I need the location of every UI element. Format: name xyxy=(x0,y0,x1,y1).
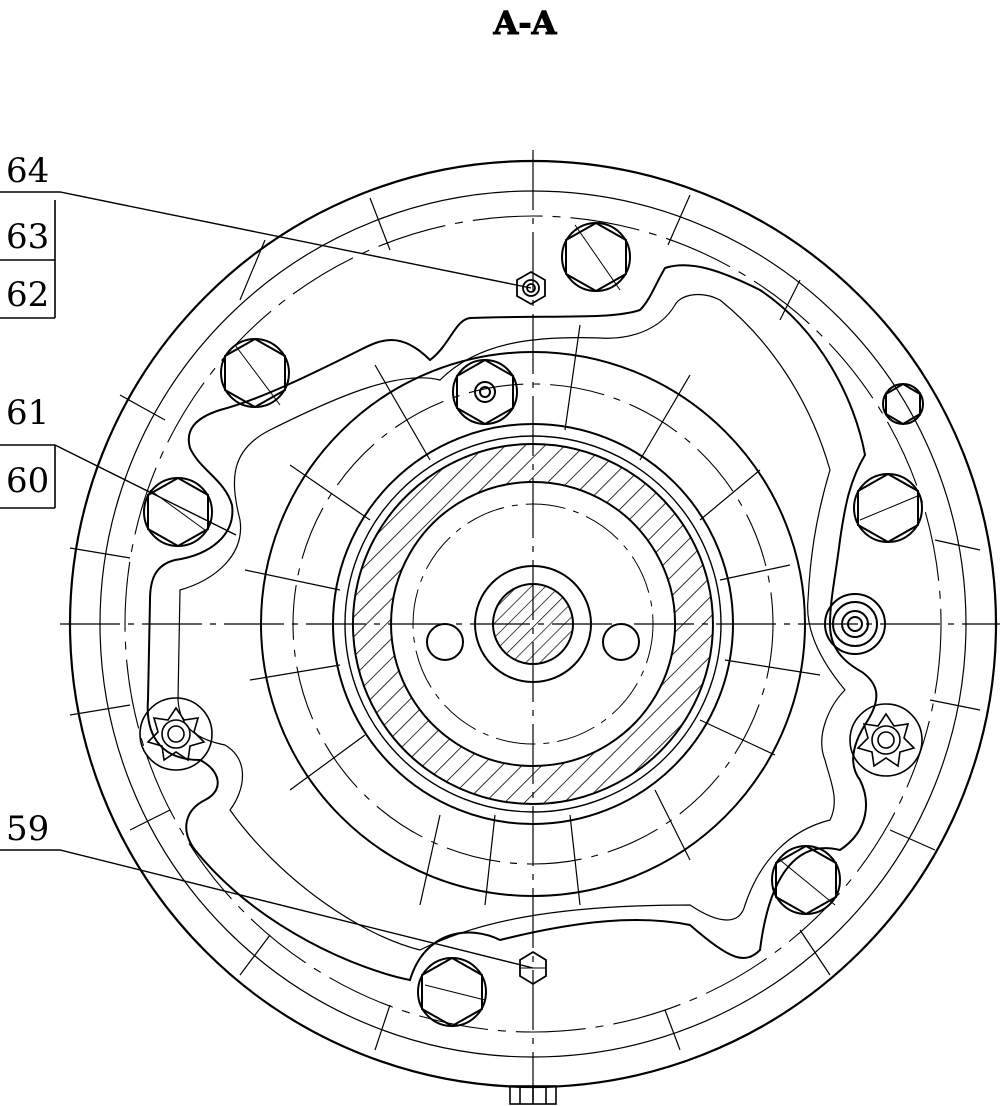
callout-61: 61 xyxy=(6,393,49,433)
hub-nut xyxy=(452,358,518,426)
callout-60: 60 xyxy=(6,461,49,501)
rotor-outer-ring xyxy=(260,351,806,897)
shaft-bore xyxy=(474,565,592,683)
callout-boxes xyxy=(0,200,56,509)
star-nut-left xyxy=(139,697,213,771)
callout-62: 62 xyxy=(6,275,49,315)
radial-ticks xyxy=(69,194,981,1051)
hatched-bearing-ring xyxy=(352,443,714,805)
hatched-ring-outer xyxy=(344,435,722,813)
shaft-section xyxy=(492,583,574,665)
callout-64: 64 xyxy=(6,151,49,191)
bolt-small-right xyxy=(882,382,924,426)
callout-59: 59 xyxy=(6,809,49,849)
housing-inner-edge xyxy=(99,190,967,1058)
bolt-lower-right xyxy=(771,844,841,916)
cam-plate-outline xyxy=(146,264,878,982)
small-nut-top xyxy=(516,270,546,306)
bottom-connector xyxy=(509,1085,557,1105)
bolt-left xyxy=(143,476,213,548)
section-title: A-A xyxy=(493,4,558,42)
star-nut-right xyxy=(849,703,923,777)
right-fitting xyxy=(824,593,886,655)
bolt-bottom xyxy=(417,956,487,1028)
rotor-pitch-circle xyxy=(292,383,774,865)
bolt-top-right xyxy=(561,221,631,293)
bolt-right xyxy=(853,472,923,544)
pin-hole-right xyxy=(602,623,640,661)
hub-pitch-circle xyxy=(412,503,654,745)
callout-63: 63 xyxy=(6,217,49,257)
bolt-upper-left xyxy=(220,337,290,409)
leader-lines xyxy=(0,191,534,969)
pin-hole-left xyxy=(426,623,464,661)
rotor-inner-ring xyxy=(332,423,734,825)
bolt-pitch-circle xyxy=(124,215,942,1033)
cam-plate-inner-line xyxy=(177,293,846,951)
